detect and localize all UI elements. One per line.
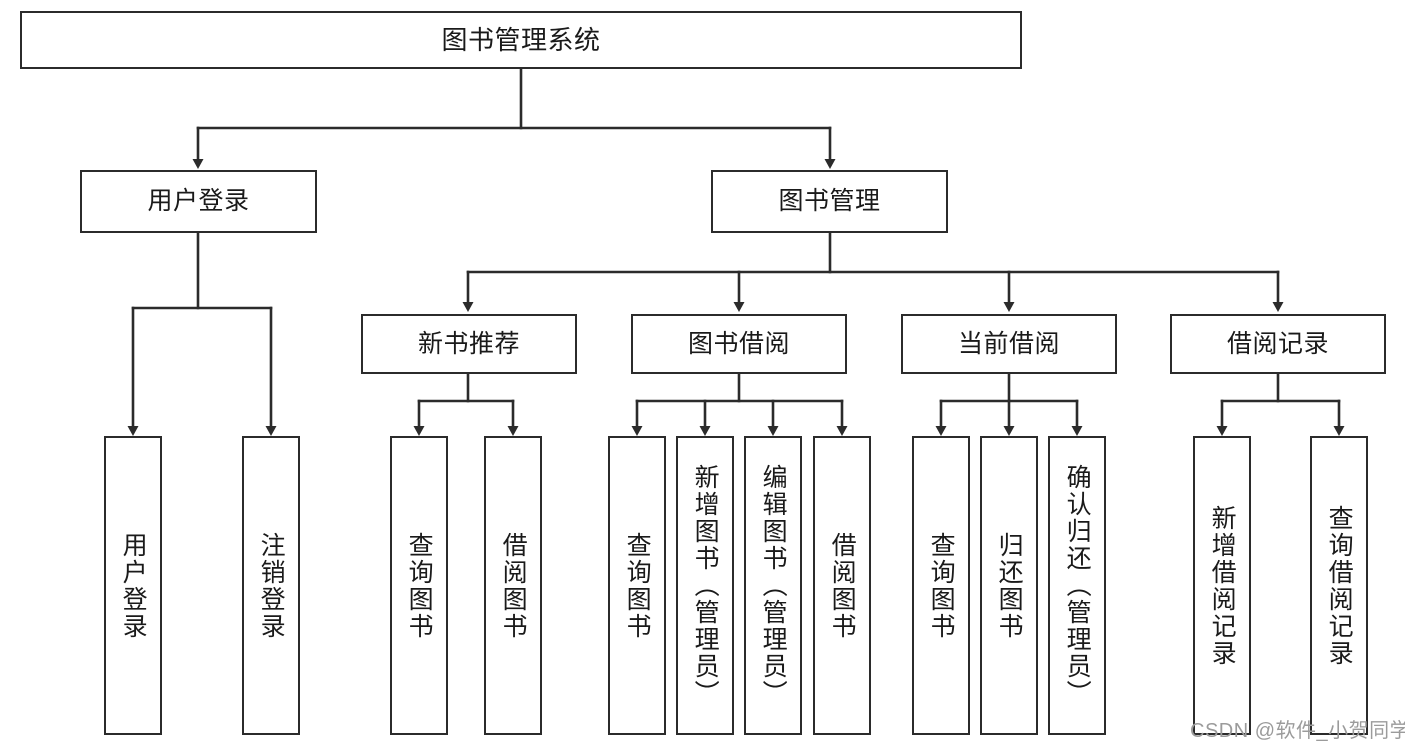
node-label: 图书管理	[778, 187, 881, 215]
node-new-book-recommend[interactable]: 新书推荐	[361, 314, 577, 374]
node-root-system[interactable]: 图书管理系统	[20, 11, 1022, 69]
leaf-edit-book-admin[interactable]: 编辑图书（管理员）	[744, 436, 802, 735]
node-label: 用户登录	[147, 187, 250, 215]
leaf-return-book[interactable]: 归还图书	[980, 436, 1038, 735]
node-label: 查询图书	[405, 531, 434, 640]
node-label: 用户登录	[119, 531, 148, 640]
leaf-borrow-book[interactable]: 借阅图书	[813, 436, 871, 735]
node-label: 新增借阅记录	[1208, 504, 1237, 667]
leaf-query-book-current[interactable]: 查询图书	[912, 436, 970, 735]
node-user-login[interactable]: 用户登录	[80, 170, 317, 233]
node-label: 图书借阅	[687, 329, 790, 358]
node-label: 借阅图书	[499, 531, 528, 640]
leaf-logout[interactable]: 注销登录	[242, 436, 300, 735]
node-label: 借阅记录	[1226, 329, 1329, 358]
leaf-query-borrow-record[interactable]: 查询借阅记录	[1310, 436, 1368, 735]
leaf-user-login[interactable]: 用户登录	[104, 436, 162, 735]
node-label: 编辑图书（管理员）	[759, 464, 788, 707]
node-borrow-record[interactable]: 借阅记录	[1170, 314, 1386, 374]
node-label: 新增图书（管理员）	[691, 464, 720, 707]
node-label: 确认归还（管理员）	[1063, 464, 1092, 707]
leaf-borrow-book-new[interactable]: 借阅图书	[484, 436, 542, 735]
node-current-borrow[interactable]: 当前借阅	[901, 314, 1117, 374]
node-label: 查询借阅记录	[1325, 504, 1354, 667]
node-label: 查询图书	[927, 531, 956, 640]
csdn-watermark: CSDN @软件_小贺同学	[1190, 720, 1405, 742]
leaf-query-book-new[interactable]: 查询图书	[390, 436, 448, 735]
node-book-management[interactable]: 图书管理	[711, 170, 948, 233]
leaf-add-borrow-record[interactable]: 新增借阅记录	[1193, 436, 1251, 735]
node-label: 新书推荐	[417, 329, 520, 358]
leaf-add-book-admin[interactable]: 新增图书（管理员）	[676, 436, 734, 735]
node-label: 查询图书	[623, 531, 652, 640]
node-label: 注销登录	[257, 531, 286, 640]
node-label: 图书管理系统	[441, 25, 601, 55]
leaf-query-book-borrow[interactable]: 查询图书	[608, 436, 666, 735]
node-label: 借阅图书	[828, 531, 857, 640]
leaf-confirm-return-admin[interactable]: 确认归还（管理员）	[1048, 436, 1106, 735]
node-label: 当前借阅	[957, 329, 1060, 358]
node-book-borrow[interactable]: 图书借阅	[631, 314, 847, 374]
node-label: 归还图书	[995, 531, 1024, 640]
